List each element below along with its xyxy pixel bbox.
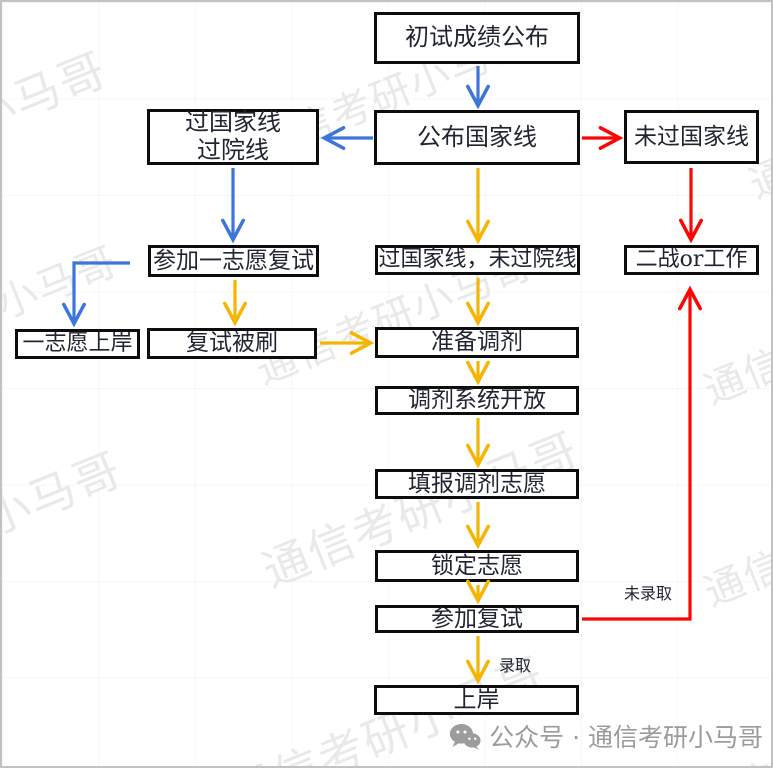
- footer-credit: 公众号 · 通信考研小马哥: [449, 718, 763, 754]
- node-initial-score-published: 初试成绩公布: [374, 12, 580, 64]
- node-passed-national-and-school-line: 过国家线 过院线: [147, 109, 319, 165]
- watermark-text: 通信考研小马哥: [697, 261, 773, 415]
- node-first-choice-retest: 参加一志愿复试: [148, 245, 319, 277]
- node-retest-failed: 复试被刷: [147, 328, 317, 359]
- wechat-icon: [450, 723, 481, 750]
- watermark-text: 通信考研小马哥: [697, 463, 773, 617]
- node-lock-preference: 锁定志愿: [375, 550, 579, 582]
- node-retry-or-work: 二战or工作: [624, 245, 759, 275]
- edge-label-not-admitted: 未录取: [624, 584, 673, 603]
- edge-label-admitted: 录取: [499, 656, 532, 675]
- footer-text: 公众号 · 通信考研小马哥: [489, 723, 763, 752]
- watermark-text: 通信考研小马哥: [0, 41, 115, 218]
- watermark-text: 通信考研小马哥: [0, 441, 130, 618]
- node-national-line-published: 公布国家线: [374, 110, 580, 165]
- node-prepare-transfer: 准备调剂: [375, 327, 579, 358]
- node-admitted: 上岸: [374, 685, 579, 715]
- watermark-text: 通信考研小马哥: [0, 238, 125, 392]
- node-attend-retest: 参加复试: [375, 605, 579, 633]
- node-passed-national-failed-school: 过国家线，未过院线: [375, 245, 580, 275]
- node-fill-transfer-preference: 填报调剂志愿: [375, 469, 579, 499]
- node-failed-national-line: 未过国家线: [624, 110, 759, 164]
- node-first-choice-admitted: 一志愿上岸: [15, 329, 140, 359]
- edge-canjiafushi-to-erzhan: [582, 285, 702, 621]
- node-transfer-system-open: 调剂系统开放: [375, 386, 579, 415]
